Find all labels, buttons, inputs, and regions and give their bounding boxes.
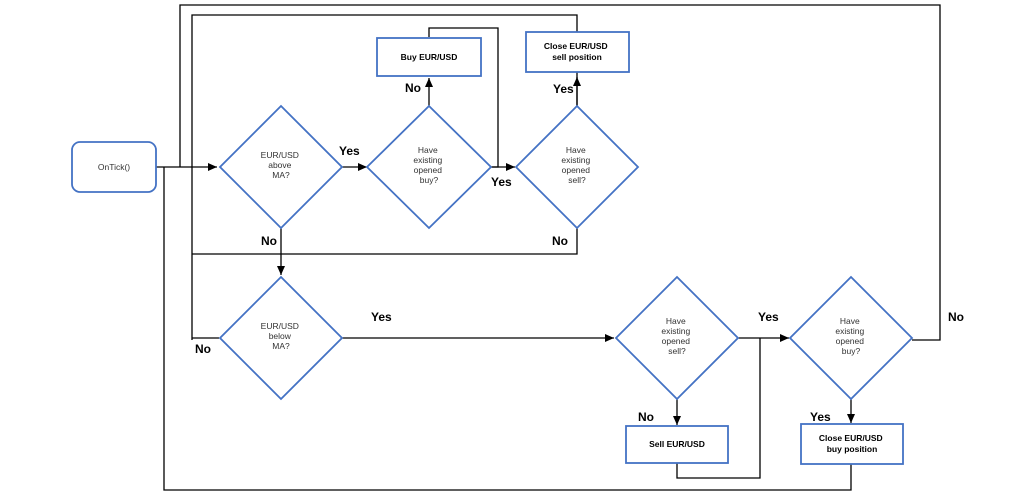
action-buy-label: Buy EUR/USD	[401, 52, 458, 62]
connectors	[156, 4, 941, 491]
label-sell-top-yes: Yes	[553, 82, 574, 96]
decision-has-buy-top-label: Have existing opened buy?	[413, 145, 444, 185]
edge-sell-action-return	[676, 338, 761, 479]
label-sell-bottom-yes: Yes	[758, 310, 779, 324]
action-close-buy-label: Close EUR/USD buy position	[819, 433, 885, 454]
action-sell-label: Sell EUR/USD	[649, 439, 705, 449]
decision-has-sell-bottom: Have existing opened sell?	[614, 275, 740, 401]
label-below-no: No	[195, 342, 211, 356]
decision-below-ma-label: EUR/USD below MA?	[261, 321, 302, 351]
decision-has-buy-bottom-label: Have existing opened buy?	[835, 316, 866, 356]
start-node: OnTick()	[71, 141, 157, 193]
label-buy-bottom-yes: Yes	[810, 410, 831, 424]
decision-has-buy-bottom: Have existing opened buy?	[788, 275, 914, 401]
decision-above-ma-label: EUR/USD above MA?	[261, 150, 302, 180]
label-sell-bottom-no: No	[638, 410, 654, 424]
action-close-sell-label: Close EUR/USD sell position	[544, 41, 610, 62]
label-below-yes: Yes	[371, 310, 392, 324]
decision-has-sell-top-label: Have existing opened sell?	[561, 145, 592, 185]
label-above-yes: Yes	[339, 144, 360, 158]
decision-above-ma: EUR/USD above MA?	[218, 104, 344, 230]
label-buy-top-no: No	[405, 81, 421, 95]
edge-top-loop-inner	[191, 14, 578, 340]
label-sell-top-no: No	[552, 234, 568, 248]
label-buy-top-yes: Yes	[491, 175, 512, 189]
label-above-no: No	[261, 234, 277, 248]
decision-has-sell-top: Have existing opened sell?	[514, 104, 640, 230]
decision-has-sell-bottom-label: Have existing opened sell?	[661, 316, 692, 356]
action-close-sell: Close EUR/USD sell position	[525, 31, 630, 73]
decision-below-ma: EUR/USD below MA?	[218, 275, 344, 401]
edge-bottom-loop	[163, 167, 852, 491]
action-sell: Sell EUR/USD	[625, 425, 729, 464]
edge-top-loop-outer	[179, 4, 941, 341]
action-close-buy: Close EUR/USD buy position	[800, 423, 904, 465]
start-node-label: OnTick()	[98, 162, 130, 172]
edge-labels: Yes No No Yes Yes No No Yes No Yes Yes N…	[195, 81, 964, 424]
label-buy-bottom-no: No	[948, 310, 964, 324]
decision-has-buy-top: Have existing opened buy?	[365, 104, 493, 230]
action-buy: Buy EUR/USD	[376, 37, 482, 77]
